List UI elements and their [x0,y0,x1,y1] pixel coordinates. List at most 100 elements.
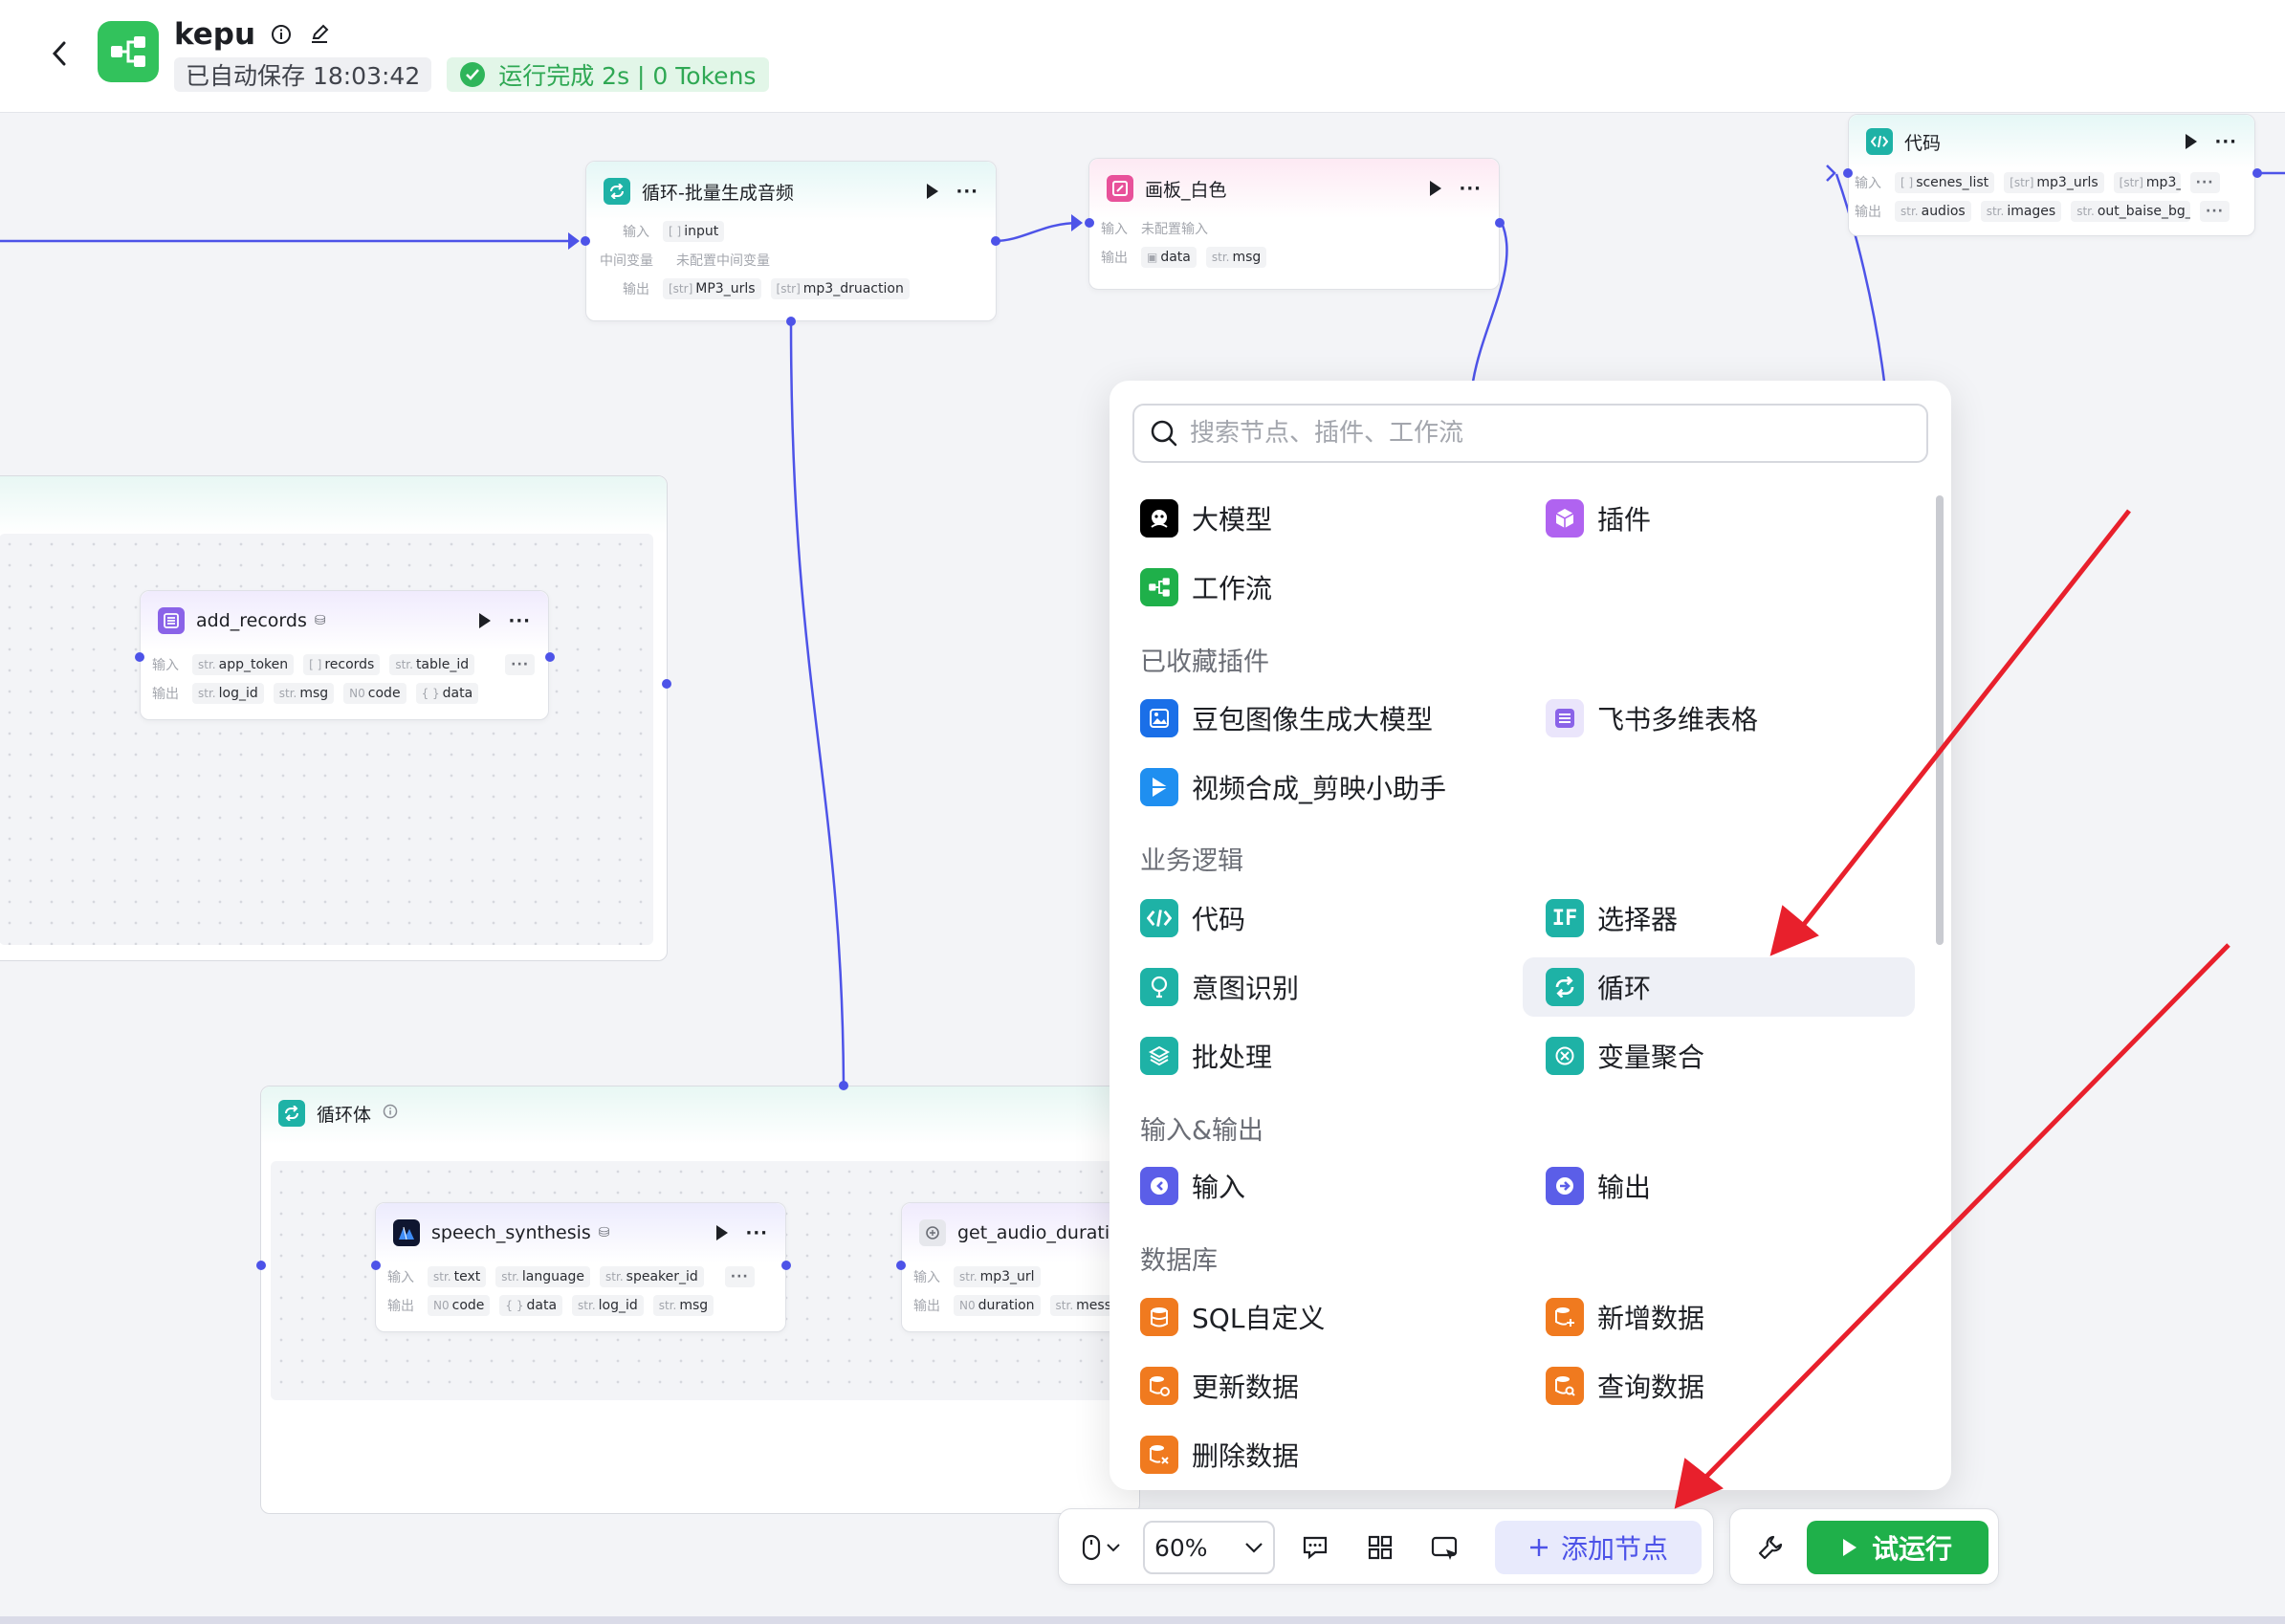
run-node-icon[interactable] [716,1225,729,1240]
node-canvas-white[interactable]: 画板_白色 ··· 输入 未配置输入 输出 ▣data str.msg [1088,158,1500,290]
item-label: 更新数据 [1192,1372,1300,1403]
section-title-db: 数据库 [1140,1246,1218,1276]
loop-handle[interactable] [786,317,796,326]
more-params-icon[interactable]: ··· [2200,201,2230,222]
item-workflow[interactable]: 工作流 [1117,558,1509,617]
node-title: 代码 [1904,132,1942,154]
item-batch[interactable]: 批处理 [1117,1026,1509,1086]
comment-button[interactable] [1288,1521,1342,1574]
param-tag: [ ]records [303,654,381,675]
database-add-icon [1546,1298,1584,1336]
run-node-icon[interactable] [479,613,492,628]
add-node-panel: 大模型 插件 工作流 已收藏插件 豆包图像生成大模型 飞书多维表格 视频合成_剪… [1110,381,1951,1490]
more-icon[interactable]: ··· [745,1222,768,1243]
debug-tool-button[interactable] [1744,1521,1797,1574]
more-icon[interactable]: ··· [1459,178,1482,199]
node-speech-synthesis[interactable]: speech_synthesis ⛁ ··· 输入 str.text str.l… [375,1202,786,1332]
more-params-icon[interactable]: ··· [505,654,536,675]
item-doubao-image[interactable]: 豆包图像生成大模型 [1117,689,1509,748]
info-icon[interactable] [383,1103,398,1124]
more-params-icon[interactable]: ··· [2189,172,2220,193]
node-code[interactable]: 代码 ··· 输入 [ ]scenes_list [str]mp3_urls [… [1848,114,2255,236]
item-add-data[interactable]: 新增数据 [1523,1287,1915,1347]
info-icon[interactable] [269,22,294,47]
param-tag: { }data [499,1295,563,1316]
test-run-button[interactable]: 试运行 [1807,1521,1988,1574]
input-empty: 未配置输入 [1141,222,1208,237]
section-title-favorites: 已收藏插件 [1140,647,1269,677]
group-output-handle[interactable] [662,679,671,689]
item-video-jianying[interactable]: 视频合成_剪映小助手 [1117,757,1509,817]
more-params-icon[interactable]: ··· [724,1266,755,1287]
more-icon[interactable]: ··· [508,610,531,631]
loop-icon [278,1100,305,1127]
item-sql-custom[interactable]: SQL自定义 [1117,1287,1509,1347]
database-query-icon [1546,1367,1584,1405]
output-handle[interactable] [545,652,555,662]
input-handle[interactable] [581,236,590,246]
wire-into-code [1835,173,1886,383]
item-plugin[interactable]: 插件 [1523,489,1915,548]
output-handle[interactable] [1495,218,1505,228]
more-icon[interactable]: ··· [2214,131,2237,152]
item-delete-data[interactable]: 删除数据 [1117,1425,1509,1484]
run-node-icon[interactable] [2186,134,2198,149]
group-input-handle[interactable] [256,1261,266,1270]
row-label-input: 输入 [1855,176,1881,191]
param-tag: [str]mp3_dura [2113,172,2181,193]
run-node-icon[interactable] [927,184,939,199]
item-code[interactable]: 代码 [1117,889,1509,948]
item-label: 循环 [1597,973,1652,1004]
output-handle[interactable] [991,236,1000,246]
check-circle-icon [460,62,486,87]
minimap-icon [1431,1536,1458,1560]
input-handle[interactable] [896,1261,906,1270]
item-selector[interactable]: IF 选择器 [1523,889,1915,948]
item-loop[interactable]: 循环 [1523,957,1915,1017]
item-var-aggregate[interactable]: 变量聚合 [1523,1026,1915,1086]
auto-layout-button[interactable] [1353,1521,1407,1574]
add-node-button[interactable]: 添加节点 [1495,1521,1702,1574]
item-output[interactable]: 输出 [1523,1156,1915,1216]
input-handle[interactable] [1843,168,1853,178]
param-tag: ▣data [1141,247,1197,268]
audio-plugin-icon [919,1219,946,1246]
more-icon[interactable]: ··· [956,181,978,202]
chevron-down-icon [1107,1544,1120,1552]
workflow-logo-icon [98,21,159,82]
item-label: SQL自定义 [1192,1303,1326,1334]
param-tag: [str]MP3_urls [663,278,761,299]
panel-scrollbar[interactable] [1936,495,1944,945]
section-title-io: 输入&输出 [1140,1116,1264,1146]
edit-icon[interactable] [307,22,332,47]
zoom-select[interactable]: 60% [1143,1521,1275,1574]
back-button[interactable] [40,34,78,73]
input-handle[interactable] [1085,218,1094,228]
input-handle[interactable] [371,1261,381,1270]
loop-body-title: 循环体 [317,1104,372,1126]
bitable-icon [1546,699,1584,737]
item-query-data[interactable]: 查询数据 [1523,1356,1915,1416]
item-input[interactable]: 输入 [1117,1156,1509,1216]
item-llm[interactable]: 大模型 [1117,489,1509,548]
wire-loop-to-body [789,321,846,1086]
node-add-records[interactable]: add_records ⛁ ··· 输入 str.app_token [ ]re… [140,590,549,720]
output-handle[interactable] [2252,168,2262,178]
row-label-input: 输入 [913,1270,940,1285]
node-search-box[interactable] [1132,404,1928,463]
output-handle[interactable] [781,1261,791,1270]
database-icon [1140,1298,1178,1336]
input-handle[interactable] [135,652,144,662]
output-arrow-icon [1546,1167,1584,1205]
node-loop-batch[interactable]: 循环-批量生成音频 ··· 输入 [ ]input 中间变量 未配置中间变量 输… [585,161,997,321]
mouse-mode-button[interactable] [1070,1521,1132,1574]
run-node-icon[interactable] [1430,181,1442,196]
node-search-input[interactable] [1190,419,1917,448]
header-bar: kepu 已自动保存 18:03:42 运行完成 2s | 0 Tokens [0,0,2285,113]
loop-body-handle[interactable] [839,1081,848,1090]
item-update-data[interactable]: 更新数据 [1117,1356,1509,1416]
item-feishu-bitable[interactable]: 飞书多维表格 [1523,689,1915,748]
minimap-button[interactable] [1418,1521,1472,1574]
item-intent[interactable]: 意图识别 [1117,957,1509,1017]
